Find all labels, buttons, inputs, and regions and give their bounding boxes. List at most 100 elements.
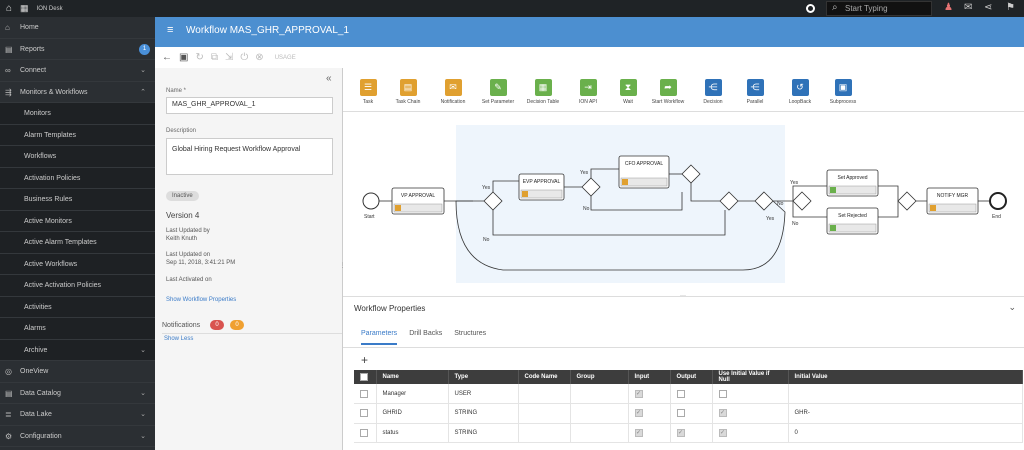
back-icon[interactable]: ← — [162, 52, 172, 63]
node-type-icon — [622, 179, 628, 185]
sidebar-subitem[interactable]: Workflows — [0, 146, 155, 168]
sidebar-item-connect[interactable]: ∞Connect⌄ — [0, 60, 155, 82]
database-icon: ≣ — [5, 410, 12, 419]
input-checkbox[interactable]: ✓ — [634, 428, 643, 437]
palette-item[interactable]: ⋲Decision — [693, 79, 733, 105]
toggle-icon[interactable] — [806, 4, 815, 13]
row-checkbox[interactable] — [360, 428, 368, 437]
app-grid-icon[interactable]: ▦ — [20, 3, 29, 13]
workflow-node[interactable]: CFO APPROVAL — [618, 155, 670, 189]
notification-count-red[interactable]: 0 — [210, 320, 224, 330]
input-checkbox[interactable]: ✓ — [634, 389, 643, 398]
copy-icon[interactable]: ⧉ — [210, 52, 218, 63]
sidebar-subitem[interactable]: Monitors — [0, 103, 155, 125]
sidebar-subitem[interactable]: Active Monitors — [0, 210, 155, 232]
use-initial-checkbox[interactable]: ✓ — [718, 409, 727, 418]
sidebar-subitem[interactable]: Business Rules — [0, 189, 155, 211]
palette-item[interactable]: ➦Start Workflow — [648, 79, 688, 105]
sidebar-subitem[interactable]: Activities — [0, 296, 155, 318]
palette-item[interactable]: ⋲Parallel — [735, 79, 775, 105]
sidebar-item-data-lake[interactable]: ≣Data Lake⌄ — [0, 404, 155, 426]
workflow-node[interactable]: VP APPROVAL — [391, 187, 445, 215]
group-cell — [570, 384, 629, 404]
name-field[interactable]: MAS_GHR_APPROVAL_1 — [166, 97, 333, 114]
use-initial-checkbox[interactable]: ✓ — [718, 428, 727, 437]
tab-drill-backs[interactable]: Drill Backs — [409, 330, 443, 337]
output-checkbox[interactable] — [676, 389, 685, 398]
sidebar-subitem[interactable]: Activation Policies — [0, 167, 155, 189]
column-header[interactable]: Input — [628, 370, 671, 384]
add-parameter-button[interactable]: + — [361, 353, 369, 367]
column-header[interactable]: Code Name — [518, 370, 571, 384]
show-less-link[interactable]: Show Less — [164, 336, 194, 342]
palette-item[interactable]: ▤Task Chain — [388, 79, 428, 105]
sidebar-subitem[interactable]: Alarm Templates — [0, 124, 155, 146]
palette-item[interactable]: ▦Decision Table — [523, 79, 563, 105]
row-checkbox[interactable] — [360, 389, 368, 398]
sidebar-item-data-catalog[interactable]: ▤Data Catalog⌄ — [0, 383, 155, 404]
sidebar-subitem[interactable]: Active Activation Policies — [0, 275, 155, 297]
column-header[interactable]: Use Initial Value if Null — [712, 370, 789, 384]
sidebar-subitem[interactable]: Active Alarm Templates — [0, 232, 155, 254]
notification-count-orange[interactable]: 0 — [230, 320, 244, 330]
input-checkbox[interactable]: ✓ — [634, 409, 643, 418]
search-input[interactable]: ⌕Start Typing — [826, 1, 932, 16]
collapse-icon[interactable]: « — [326, 73, 332, 84]
bookmark-icon[interactable]: ⚑ — [1006, 2, 1015, 13]
sidebar-subitem[interactable]: Active Workflows — [0, 253, 155, 275]
tab-structures[interactable]: Structures — [454, 330, 487, 337]
output-checkbox[interactable]: ✓ — [676, 428, 685, 437]
palette-item[interactable]: ⧗Wait — [608, 79, 648, 105]
palette-item[interactable]: ✉Notification — [433, 79, 473, 105]
row-checkbox[interactable] — [360, 409, 368, 418]
palette-item[interactable]: ↺LoopBack — [780, 79, 820, 105]
column-header[interactable]: Initial Value — [788, 370, 1023, 384]
palette-item[interactable]: ☰Task — [348, 79, 388, 105]
palette-item[interactable]: ⇥ION API — [568, 79, 608, 105]
select-all-checkbox[interactable] — [360, 373, 368, 381]
workflow-node[interactable]: Set Approved — [826, 169, 879, 197]
sidebar-subitem[interactable]: Archive⌄ — [0, 339, 155, 361]
hamburger-icon[interactable]: ≡ — [167, 24, 174, 36]
refresh-icon[interactable]: ↻ — [195, 52, 204, 63]
sidebar-item-monitors-workflows[interactable]: ⇶Monitors & Workflows⌃ — [0, 82, 155, 103]
column-header[interactable]: Output — [670, 370, 713, 384]
column-header[interactable]: Type — [448, 370, 519, 384]
workflow-node[interactable]: NOTIFY MGR — [926, 187, 979, 215]
export-icon[interactable]: ⇲ — [224, 52, 234, 63]
column-header[interactable]: Name — [376, 370, 449, 384]
sidebar-item-oneview[interactable]: ◎OneView — [0, 361, 155, 383]
tab-parameters[interactable]: Parameters — [361, 330, 398, 345]
power-icon[interactable]: ⏻ — [240, 52, 249, 63]
share-icon[interactable]: ⋖ — [984, 2, 993, 13]
sidebar-subitem[interactable]: Alarms — [0, 318, 155, 340]
workflow-node[interactable]: EVP APPROVAL — [518, 173, 565, 201]
initial-value-cell: GHR- — [788, 403, 1023, 424]
column-header[interactable]: Group — [570, 370, 629, 384]
inbox-icon[interactable]: ✉ — [964, 2, 973, 13]
use-initial-checkbox[interactable] — [718, 389, 727, 398]
description-field[interactable]: Global Hiring Request Workflow Approval — [166, 138, 333, 175]
show-properties-link[interactable]: Show Workflow Properties — [166, 297, 237, 303]
collapse-panel-icon[interactable]: ⌄ — [1008, 302, 1016, 312]
usage-button[interactable]: USAGE — [274, 54, 296, 61]
sidebar-item-configuration[interactable]: ⚙Configuration⌄ — [0, 426, 155, 447]
palette-item[interactable]: ▣Subprocess — [823, 79, 863, 105]
delete-icon[interactable]: ⊗ — [255, 52, 264, 63]
workflow-node[interactable]: Set Rejected — [826, 207, 879, 235]
output-checkbox[interactable] — [676, 409, 685, 418]
panel-splitter[interactable] — [342, 68, 343, 450]
palette-item[interactable]: ✎Set Parameter — [478, 79, 518, 105]
sidebar-label: Configuration — [20, 432, 62, 440]
palette-label: Subprocess — [829, 99, 857, 105]
sidebar-item-home[interactable]: ⌂Home — [0, 17, 155, 39]
user-icon[interactable]: ♟ — [944, 2, 953, 13]
save-icon[interactable]: ▣ — [179, 52, 189, 63]
home-icon[interactable]: ⌂ — [6, 3, 13, 14]
